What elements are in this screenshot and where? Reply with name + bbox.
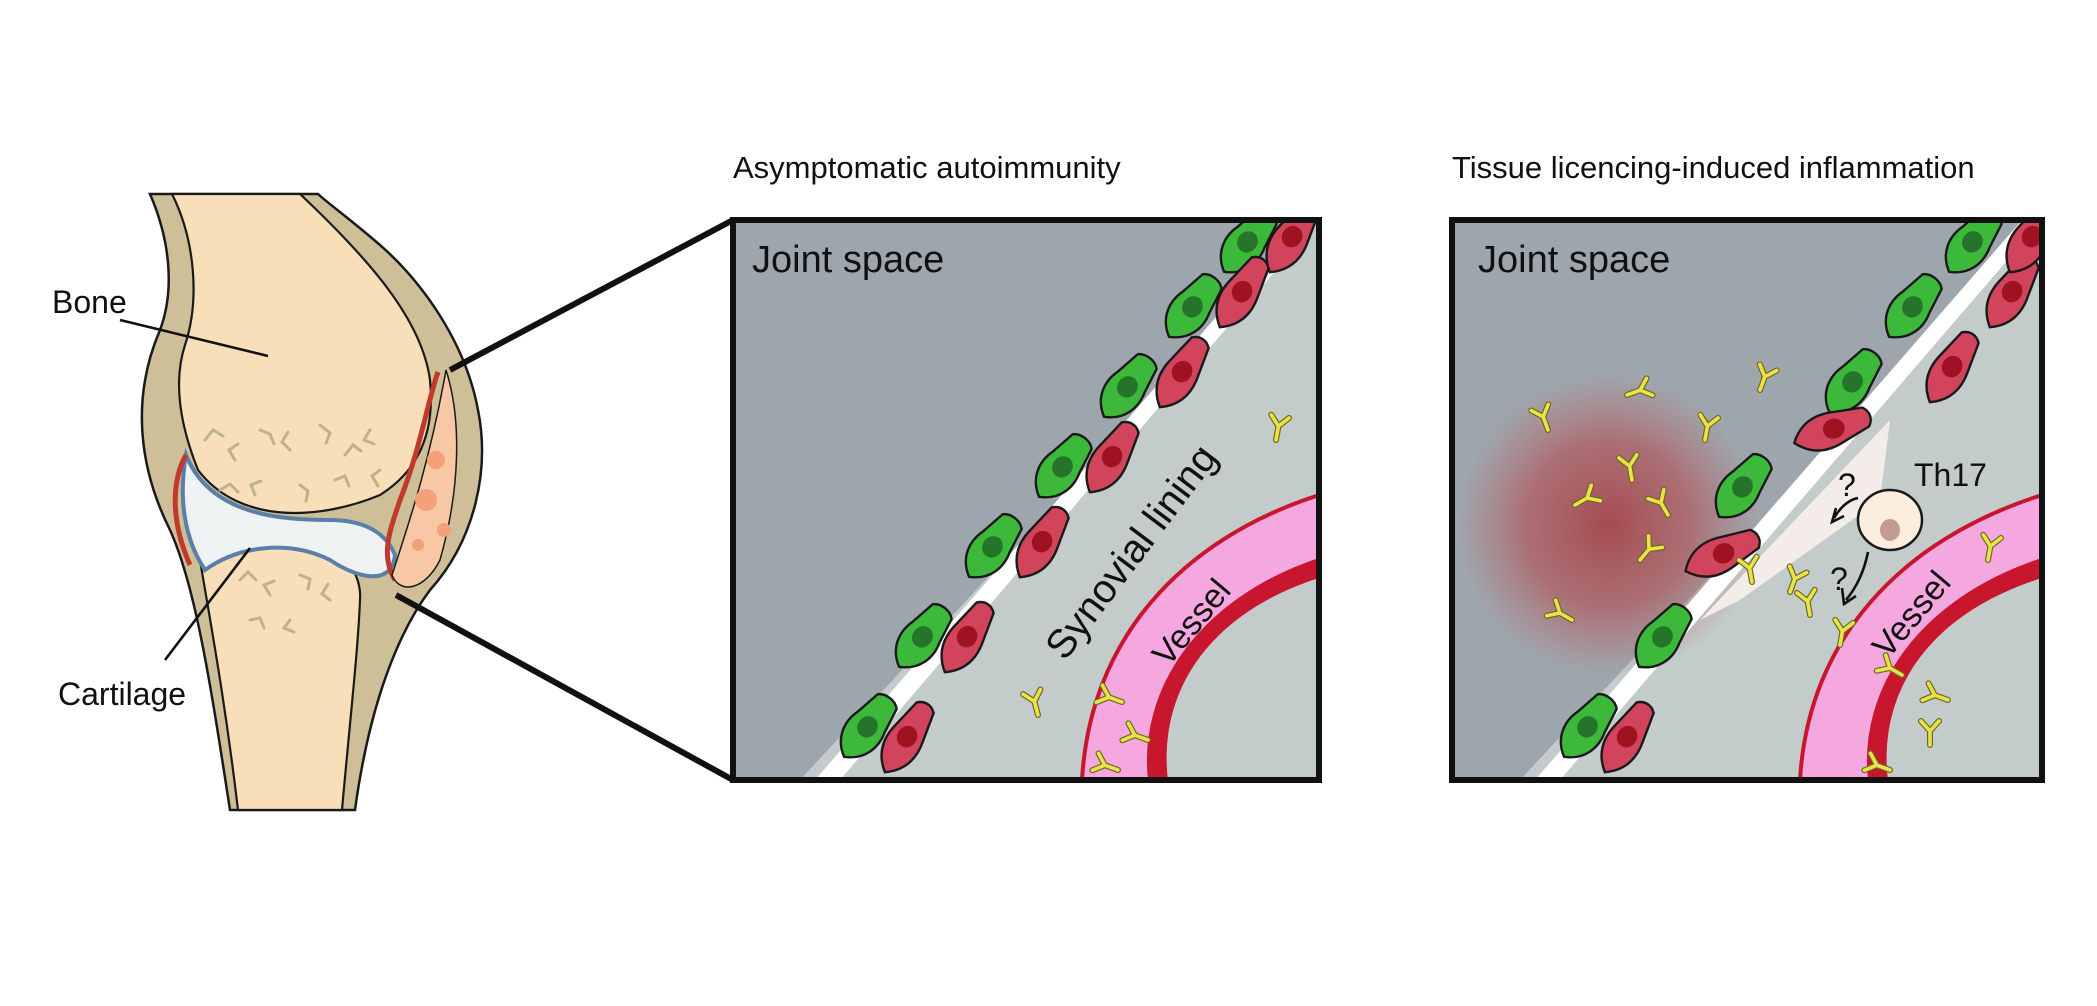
- panel-1-joint-space-label: Joint space: [752, 239, 944, 281]
- zoom-line-top: [448, 217, 735, 373]
- panel-1-frame: [730, 217, 1322, 783]
- zoom-line-bottom: [394, 592, 735, 783]
- panel-2-title: Tissue licencing-induced inflammation: [1452, 150, 1975, 185]
- th17-nucleus: [1880, 519, 1900, 541]
- question-mark-upper: ?: [1838, 467, 1856, 503]
- synovium-right: [384, 371, 441, 582]
- panel-2-frame: [1449, 217, 2045, 783]
- inflammation-focus: [1456, 373, 1760, 677]
- bone-label: Bone: [52, 284, 127, 320]
- bone-leader-line: [119, 318, 269, 358]
- synovium-left: [172, 453, 193, 567]
- panel-1: Joint space Synovial lining Vessel: [730, 217, 1322, 783]
- arrow-down: [1845, 551, 1870, 601]
- panel-2: Joint space Th17 ? ? Vessel: [1449, 217, 2045, 783]
- trabecular-bone: [203, 423, 382, 634]
- th17-label: Th17: [1914, 457, 1987, 493]
- vessel-lumen-edge: [1148, 560, 1319, 780]
- question-mark-lower: ?: [1830, 561, 1848, 597]
- panel-2-joint-space-label: Joint space: [1478, 239, 1670, 281]
- cartilage-label: Cartilage: [58, 676, 186, 712]
- cartilage-space: [180, 447, 398, 579]
- panel-1-title: Asymptomatic autoimmunity: [733, 150, 1121, 185]
- cartilage-leader-line: [163, 547, 252, 661]
- arrow-up: [1832, 496, 1859, 519]
- joint-anatomy: Bone Cartilage: [52, 192, 735, 812]
- upper-bone: [170, 192, 432, 514]
